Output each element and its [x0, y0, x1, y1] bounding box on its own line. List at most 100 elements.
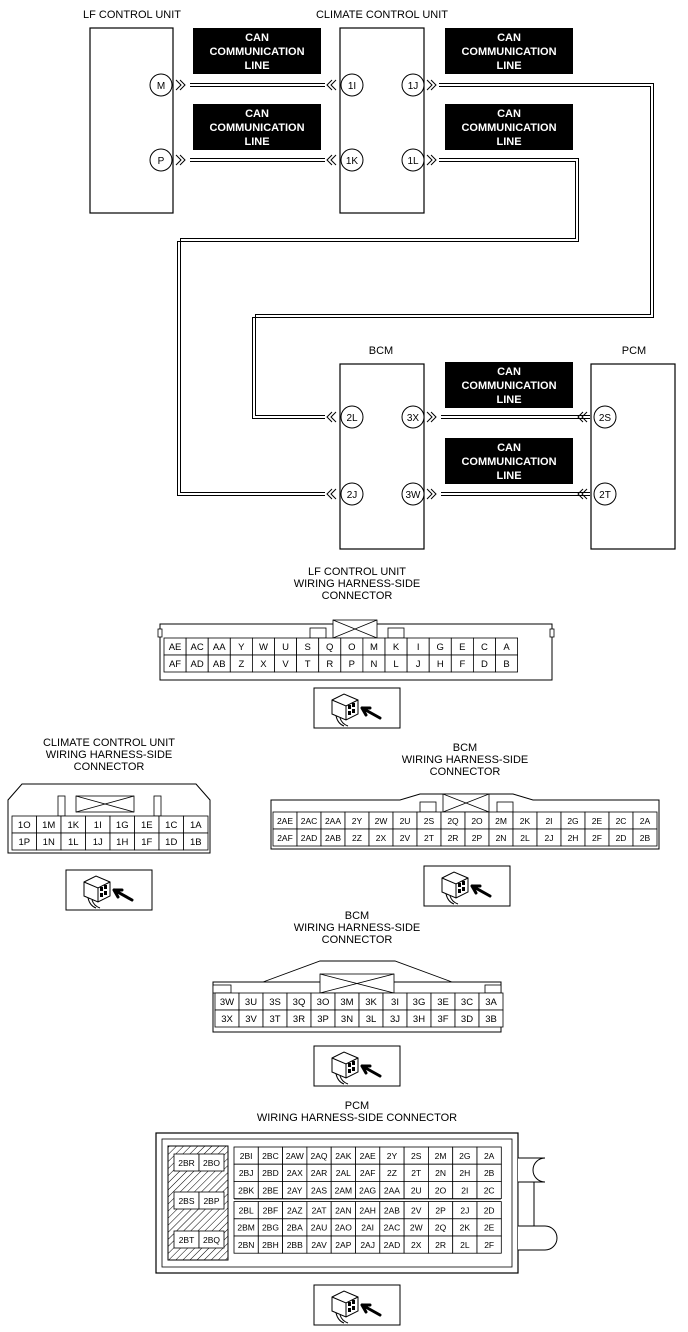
connector-pin-label: 3B [485, 1014, 497, 1025]
connector-pin-label: 3K [365, 997, 377, 1008]
connector-pin-label: 2BO [203, 1158, 220, 1168]
connector-pin-label: 2D [484, 1206, 495, 1216]
pin-climate-1i: 1I [348, 81, 356, 92]
connector-pin-label: 1A [190, 820, 202, 831]
connector-pin-label: 2Z [352, 833, 362, 843]
connector-pin-label: 2B [640, 833, 651, 843]
connector-pin-label: 2BD [262, 1168, 279, 1178]
pin-climate-1j: 1J [408, 81, 419, 92]
connector-pin-label: AD [191, 659, 204, 670]
connector-cell [198, 1191, 225, 1210]
pin-lf-p: P [158, 156, 165, 167]
connector-pin-label: 1L [68, 837, 79, 848]
connector-pin-label: 3A [485, 997, 497, 1008]
connector-pin-label: 2R [448, 833, 459, 843]
connector-pin-label: O [348, 642, 355, 653]
connector-pin-label: B [503, 659, 509, 670]
connector-title-line: BCM [453, 742, 477, 754]
connector-pin-label: 3T [269, 1014, 280, 1025]
connector-pin-label: 1H [116, 837, 128, 848]
connector-pin-label: AA [213, 642, 226, 653]
connector-pin-label: 2H [568, 833, 579, 843]
connector-pin-label: 2A [484, 1151, 495, 1161]
connector-pin-label: 3Q [293, 997, 306, 1008]
connector-pin-label: 3F [437, 1014, 448, 1025]
connector-pin-label: 2G [459, 1151, 470, 1161]
connector-pin-label: 2Y [387, 1151, 398, 1161]
connector-pin-label: I [417, 642, 420, 653]
connector-pin-label: 2AU [311, 1223, 328, 1233]
can-wires [177, 83, 654, 496]
connector-pin-label: 1K [67, 820, 79, 831]
connector-pin-label: 2W [375, 816, 388, 826]
can-label-line: COMMUNICATION [209, 122, 304, 134]
connector-pin-label: 3H [413, 1014, 425, 1025]
connector-pin-label: 3N [341, 1014, 353, 1025]
connector-pin-label: 2AV [311, 1240, 327, 1250]
connector-pin-label: 2T [424, 833, 434, 843]
connector-pin-label: 2AA [325, 816, 341, 826]
can-label-line: CAN [497, 32, 521, 44]
connector-pin-label: 2AF [360, 1168, 376, 1178]
connector-pin-label: N [371, 659, 378, 670]
lf-control-unit-box [89, 27, 174, 214]
connector-pin-label: 1E [141, 820, 153, 831]
connector-pin-label: C [481, 642, 488, 653]
connector-arrows [175, 79, 588, 500]
connector-cell [495, 654, 519, 673]
lf-control-unit-label: LF CONTROL UNIT [83, 9, 181, 21]
pcm-box [590, 363, 676, 550]
connector-pin-label: 3M [340, 997, 353, 1008]
connector-pin-label: 1F [141, 837, 152, 848]
pin-bcm-2l: 2L [346, 413, 358, 424]
connector-pin-label: 2A [640, 816, 651, 826]
connector-pin-label: 2AC [301, 816, 318, 826]
connector-pin-label: 1D [165, 837, 177, 848]
connector-pin-label: 2AE [360, 1151, 376, 1161]
connector-pin-label: P [349, 659, 355, 670]
can-label-bg [445, 362, 573, 408]
connector-pin-label: 2BI [240, 1151, 253, 1161]
connector-pin-label: 2W [410, 1223, 423, 1233]
connector-pin-label: 2F [484, 1240, 494, 1250]
connector-pin-label: 2E [592, 816, 603, 826]
can-label-line: CAN [245, 108, 269, 120]
connector-pin-label: 2K [520, 816, 531, 826]
connector-pin-label: L [393, 659, 398, 670]
connector-title-line: WIRING HARNESS-SIDE [294, 922, 421, 934]
connector-pin-label: 2BF [263, 1206, 279, 1216]
connector-pin-label: 2R [435, 1240, 446, 1250]
connector-pin-label: 3G [413, 997, 426, 1008]
connector-pin-label: 3L [366, 1014, 377, 1025]
pin-pcm-2t: 2T [599, 490, 611, 501]
connector-pin-label: 2U [411, 1185, 422, 1195]
connector-pin-label: 2N [435, 1168, 446, 1178]
connector-pin-label: 1B [190, 837, 202, 848]
can-label-bg [445, 438, 573, 484]
connector-pin-label: M [370, 642, 378, 653]
connector-pin-label: 2BA [287, 1223, 303, 1233]
connector-pin-label: 2M [435, 1151, 447, 1161]
can-communication-labels: CANCOMMUNICATIONLINECANCOMMUNICATIONLINE… [193, 28, 573, 484]
can-label-line: LINE [244, 136, 269, 148]
connector-pin-label: AF [169, 659, 181, 670]
pin-bcm-2j: 2J [347, 490, 358, 501]
connector-cell [632, 828, 658, 847]
connector-pin-label: K [393, 642, 400, 653]
connector-pin-label: 1J [93, 837, 103, 848]
connector-pin-label: 2BP [203, 1196, 219, 1206]
connector-pin-label: 2O [471, 816, 483, 826]
connector-pin-label: 2Q [447, 816, 459, 826]
connector-view-icon [65, 869, 153, 911]
connector-pin-label: 2S [411, 1151, 422, 1161]
connector-pin-label: 2AT [312, 1206, 327, 1216]
connector-pin-label: 2O [435, 1185, 447, 1195]
connector-pin-label: 2BH [262, 1240, 279, 1250]
connector-pin-label: 2C [484, 1185, 495, 1195]
connector-pin-label: 2AS [311, 1185, 327, 1195]
connector-pin-label: X [260, 659, 267, 670]
